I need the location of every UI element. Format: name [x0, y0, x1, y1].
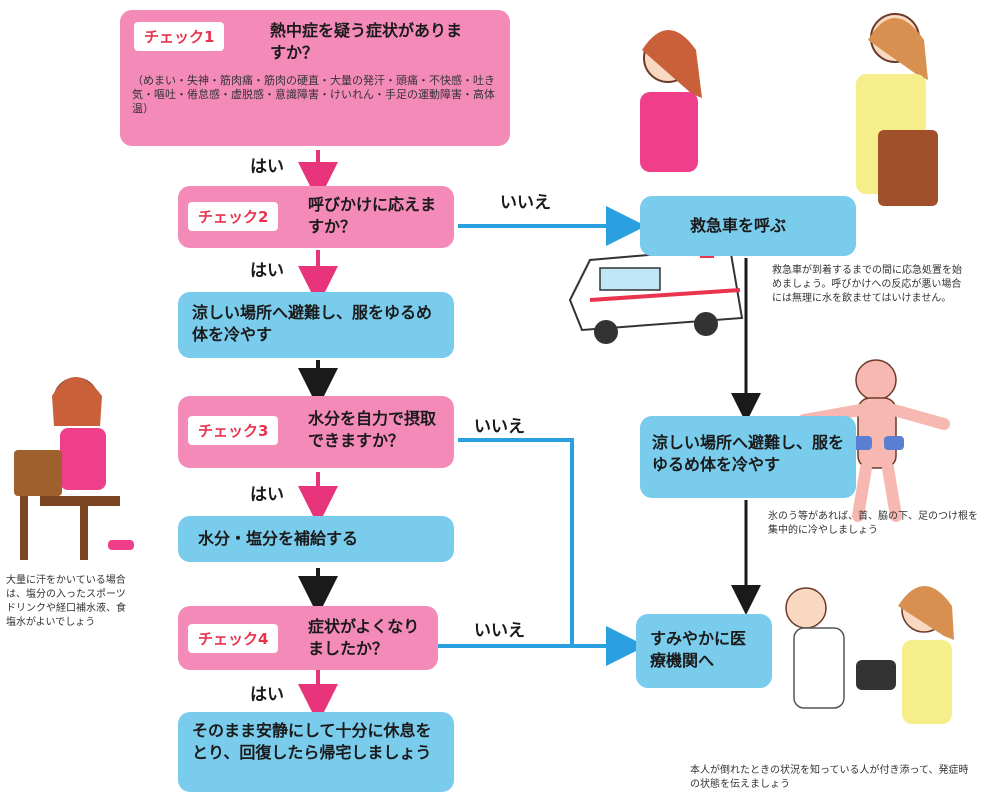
- check2-tag: チェック2: [188, 202, 279, 231]
- action-cool-box: 涼しい場所へ避難し、服をゆるめ体を冷やす: [178, 292, 454, 358]
- check4-question: 症状がよくなりましたか？: [308, 617, 420, 658]
- action-hydrate-box: 水分・塩分を補給する: [178, 516, 454, 562]
- no-label-4: いいえ: [474, 621, 525, 641]
- action-cool-text: 涼しい場所へ避難し、服をゆるめ体を冷やす: [192, 303, 433, 344]
- action-ambulance-box: 救急車を呼ぶ: [640, 196, 856, 256]
- check1-symptoms: （めまい・失神・筋肉痛・筋肉の硬直・大量の発汗・頭痛・不快感・吐き気・嘔吐・倦怠…: [132, 74, 495, 115]
- girl-drinking-illustration: [14, 377, 134, 560]
- yes-label-1: はい: [250, 157, 284, 177]
- action-ambulance-text: 救急車を呼ぶ: [690, 216, 787, 235]
- action-rest-box: そのまま安静にして十分に休息をとり、回復したら帰宅しましょう: [178, 712, 454, 792]
- action-cool-right-box: 涼しい場所へ避難し、服をゆるめ体を冷やす: [640, 416, 856, 498]
- check2-question: 呼びかけに応えますか？: [308, 195, 437, 236]
- patient-helpers-illustration: [785, 586, 954, 724]
- note-hospital: 本人が倒れたときの状況を知っている人が付き添って、発症時の状態を伝えましょう: [690, 765, 969, 790]
- action-hospital-box: すみやかに医療機関へ: [636, 614, 772, 688]
- check1-question: 熱中症を疑う症状がありますか？: [270, 21, 463, 62]
- yes-label-4: はい: [250, 685, 284, 705]
- note-sweat: 大量に汗をかいている場合は、塩分の入ったスポーツドリンクや経口補水液、食塩水がよ…: [6, 575, 126, 628]
- action-rest-text: そのまま安静にして十分に休息をとり、回復したら帰宅しましょう: [192, 721, 432, 762]
- note-ice: 氷のう等があれば、首、脇の下、足のつけ根を集中的に冷やしましょう: [768, 511, 978, 536]
- check3-question: 水分を自力で摂取できますか？: [308, 409, 437, 450]
- yes-label-3: はい: [250, 485, 284, 505]
- yes-label-2: はい: [250, 261, 284, 281]
- check4-tag: チェック4: [188, 624, 279, 653]
- body-ice-pack-illustration: [798, 359, 950, 522]
- check2-box: チェック2 呼びかけに応えますか？: [178, 186, 454, 248]
- action-cool-right-text: 涼しい場所へ避難し、服をゆるめ体を冷やす: [652, 433, 845, 474]
- note-ambulance: 救急車が到着するまでの間に応急処置を始めましょう。呼びかけへの反応が悪い場合には…: [772, 265, 962, 304]
- action-hospital-text: すみやかに医療機関へ: [650, 629, 747, 670]
- check1-tag: チェック1: [134, 22, 225, 51]
- women-illustration: [640, 13, 938, 206]
- ambulance-illustration: [568, 246, 744, 344]
- check1-box: チェック1 熱中症を疑う症状がありますか？ （めまい・失神・筋肉痛・筋肉の硬直・…: [120, 10, 510, 146]
- action-hydrate-text: 水分・塩分を補給する: [198, 529, 359, 548]
- no-label-3: いいえ: [474, 417, 525, 437]
- no-label-2: いいえ: [500, 193, 551, 213]
- check3-tag: チェック3: [188, 416, 279, 445]
- check3-box: チェック3 水分を自力で摂取できますか？: [178, 396, 454, 468]
- check4-box: チェック4 症状がよくなりましたか？: [178, 606, 438, 670]
- no-arrow-3: [458, 438, 574, 646]
